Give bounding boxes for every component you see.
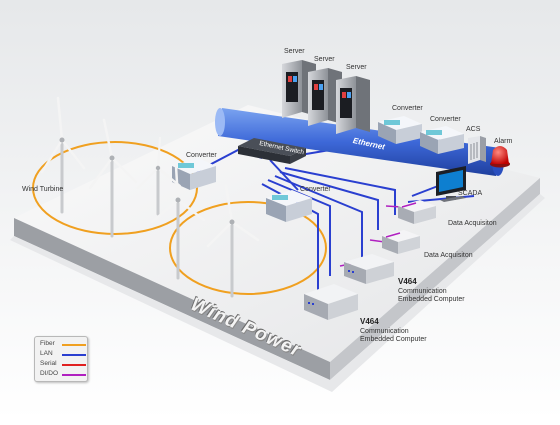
- data-acquisition-1: [398, 200, 436, 224]
- legend-item-dido: DI/DO: [40, 370, 86, 379]
- turbine-4: [150, 164, 206, 280]
- acs-device: [468, 136, 486, 164]
- data-acquisition-1-label: Data Acquisiton: [448, 220, 497, 227]
- legend-swatch: [62, 364, 86, 366]
- v464-2-desc-1: Communication: [360, 328, 409, 335]
- wind-turbine-label: Wind Turbine: [22, 186, 64, 193]
- ethernet-switch: [238, 138, 306, 164]
- wind-turbines: [40, 96, 260, 298]
- legend-label: Serial: [40, 360, 57, 367]
- server-2-label: Server: [314, 56, 335, 63]
- converter-mid: [266, 190, 312, 222]
- converter-top-1: [378, 116, 422, 144]
- scada-label: SCADA: [458, 190, 483, 197]
- fiber-ring-right: [169, 201, 327, 295]
- v464-1-model: V464: [398, 277, 417, 286]
- acs-label: ACS: [466, 126, 481, 133]
- converter-top-2-label: Converter: [430, 116, 461, 123]
- turbine-1: [40, 96, 86, 214]
- v464-computer-2: [304, 284, 358, 320]
- converter-left-label: Converter: [186, 152, 217, 159]
- v464-2-desc-2: Embedded Computer: [360, 336, 427, 343]
- server-3: [336, 76, 370, 134]
- legend-swatch: [62, 354, 86, 356]
- legend-item-fiber: Fiber: [40, 340, 86, 349]
- legend-label: DI/DO: [40, 370, 59, 377]
- legend-item-lan: LAN: [40, 350, 86, 359]
- platform-front-left: [14, 218, 330, 380]
- data-acquisition-2-label: Data Acquisiton: [424, 252, 473, 259]
- legend-swatch: [62, 344, 86, 346]
- legend-label: LAN: [40, 350, 53, 357]
- v464-1-desc-1: Communication: [398, 288, 447, 295]
- scada-monitor: [436, 166, 466, 202]
- legend-swatch: [62, 374, 86, 376]
- data-acquisition-2: [382, 230, 420, 254]
- v464-2-model: V464: [360, 317, 379, 326]
- turbine-5: [206, 184, 260, 298]
- platform-front-right: [330, 178, 540, 380]
- turbine-2: [88, 118, 138, 238]
- fiber-ring-left: [32, 141, 198, 235]
- legend-label: Fiber: [40, 340, 55, 347]
- alarm-label: Alarm: [494, 138, 513, 145]
- converter-top-2: [420, 126, 464, 154]
- alarm-light: [490, 146, 510, 168]
- v464-computer-1: [344, 254, 394, 284]
- server-3-label: Server: [346, 64, 367, 71]
- v464-1-desc-2: Embedded Computer: [398, 296, 465, 303]
- converter-mid-label: Converter: [300, 186, 331, 193]
- platform-top: [14, 105, 540, 362]
- legend: Fiber LAN Serial DI/DO: [34, 336, 88, 382]
- converter-top-1-label: Converter: [392, 105, 423, 112]
- server-2: [308, 68, 342, 126]
- legend-item-serial: Serial: [40, 360, 86, 369]
- server-1-label: Server: [284, 48, 305, 55]
